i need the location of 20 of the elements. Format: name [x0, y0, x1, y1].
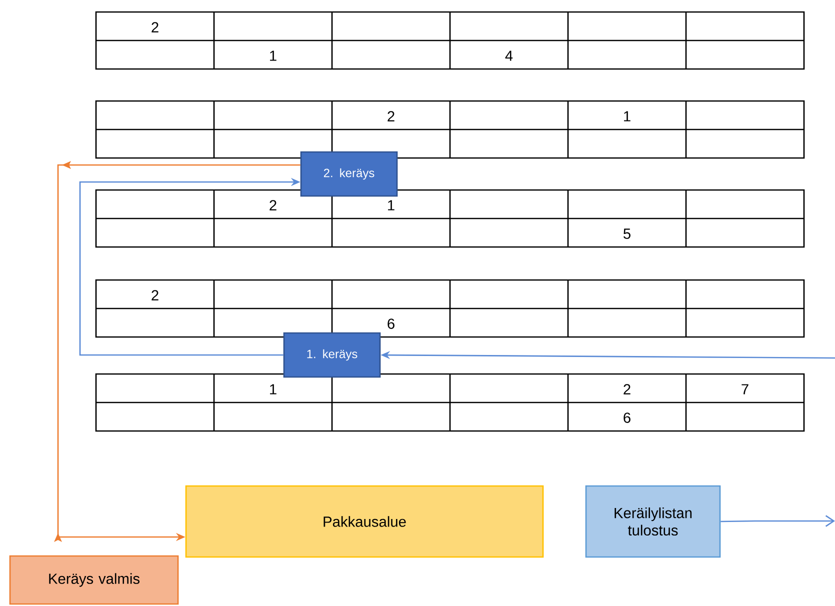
- shelf-number: 6: [388, 318, 394, 329]
- shelf-number: 2: [388, 111, 394, 122]
- shelf-number: 5: [624, 228, 630, 239]
- arrow: [54, 161, 300, 542]
- area-box: Pakkausalue: [185, 485, 544, 558]
- shelf-number: 7: [742, 384, 748, 394]
- shelf-number: 6: [624, 412, 630, 423]
- process-box: Keräilylistan tulostus: [585, 485, 721, 558]
- shelf-number: 1: [270, 384, 276, 394]
- process-box: 2. keräys: [300, 151, 398, 197]
- shelf-number: 2: [152, 290, 158, 300]
- shelf-number: 2: [152, 22, 158, 32]
- process-box: 1. keräys: [283, 332, 381, 378]
- shelf-number: 2: [270, 200, 276, 210]
- shelf-number: 1: [270, 50, 276, 61]
- arrow: [720, 515, 835, 527]
- shelf-number: 4: [505, 50, 513, 61]
- shelf-number: 2: [624, 384, 630, 394]
- status-box: Keräys valmis: [9, 555, 179, 605]
- shelf-number: 1: [624, 111, 630, 122]
